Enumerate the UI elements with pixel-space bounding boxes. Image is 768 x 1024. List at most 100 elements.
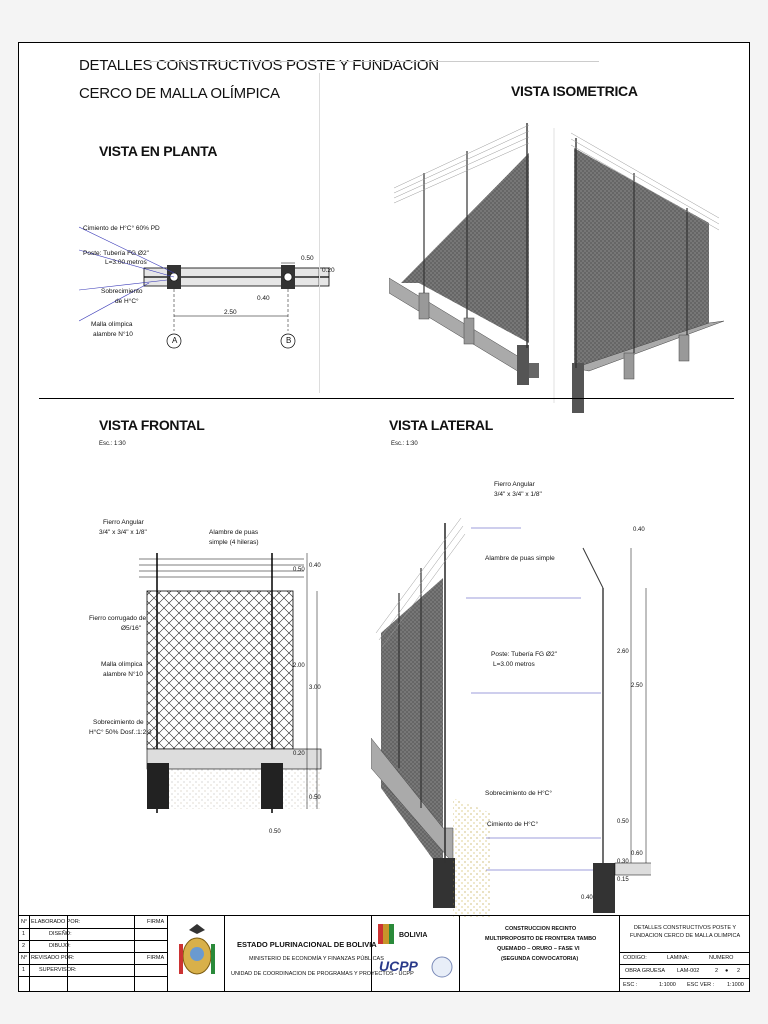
plan-label-cimiento: Cimiento de H°C° 60% PD <box>83 225 160 232</box>
tb-unit: UNIDAD DE COORDINACION DE PROGRAMAS Y PR… <box>231 971 414 977</box>
tb-project-line4: (SEGUNDA CONVOCATORIA) <box>501 956 579 962</box>
tb-project-line3: QUEMADO – ORURO – FASE VI <box>497 946 580 952</box>
lateral-scale: Esc.: 1:30 <box>391 441 418 447</box>
tb-entity: ESTADO PLURINACIONAL DE BOLIVIA <box>237 940 377 949</box>
frontal-label-alambre: Alambre de puas <box>209 529 259 536</box>
tb-numero-value: 2 <box>715 968 719 974</box>
drawing-title-line2: CERCO DE MALLA OLÍMPICA <box>79 85 280 102</box>
tb-firma-1: FIRMA <box>147 919 165 925</box>
frontal-dim-050-base: 0.50 <box>269 829 281 835</box>
lateral-dim-050: 0.50 <box>617 819 629 825</box>
tb-sheet-title: DETALLES CONSTRUCTIVOS POSTE Y FUNDACION… <box>629 925 741 939</box>
plan-label-malla: Malla olímpica <box>91 321 133 328</box>
tb-row-num-1: 1 <box>22 931 26 937</box>
bolivia-coat-of-arms-icon <box>179 924 215 975</box>
frontal-dim-300: 3.00 <box>309 685 321 691</box>
title-rule <box>149 61 599 62</box>
tb-logo-ucpp: UCPP <box>379 958 418 974</box>
tb-ministry: MINISTERIO DE ECONOMÍA Y FINANZAS PÚBLIC… <box>249 956 384 962</box>
plan-label-sobrecimiento: Sobrecimiento <box>101 288 143 295</box>
frontal-label-sobrecimiento: Sobrecimiento de <box>93 719 144 726</box>
tb-numero-header: NUMERO <box>709 955 734 961</box>
plan-dim-250: 2.50 <box>224 309 237 316</box>
plan-dim-050: 0.50 <box>301 255 314 262</box>
lateral-dim-040-base: 0.40 <box>581 895 593 901</box>
frontal-label-malla: Malla olímpica <box>101 661 143 668</box>
lateral-label-sobrecimiento: Sobrecimiento de H°C° <box>485 790 552 797</box>
lateral-dim-015: 0.15 <box>617 877 629 883</box>
lateral-dim-030: 0.30 <box>617 859 629 865</box>
plan-label-sobrecimiento-material: de H°C° <box>115 298 139 305</box>
frontal-dim-040: 0.40 <box>309 563 321 569</box>
bolivia-emblem-icon <box>378 924 394 944</box>
frontal-label-fierro: Fierro Angular <box>103 519 144 526</box>
frontal-label-fierro-dims: 3/4" x 3/4" x 1/8" <box>99 529 147 536</box>
tb-de-icon: ● <box>725 968 729 974</box>
lateral-label-poste: Poste: Tubería FG Ø2" <box>491 651 557 658</box>
plan-dim-020: 0.20 <box>322 267 335 274</box>
lateral-view-drawing <box>371 517 651 918</box>
frontal-label-corrugado-diam: Ø5/16" <box>121 625 142 632</box>
plan-label-poste: Poste: Tubería FG Ø2" <box>83 250 149 257</box>
tb-row-num-3: 1 <box>22 967 26 973</box>
frontal-scale: Esc.: 1:30 <box>99 441 126 447</box>
view-title-planta: VISTA EN PLANTA <box>99 143 218 159</box>
plan-view-drawing <box>79 226 330 349</box>
lateral-dim-250: 2.50 <box>631 683 643 689</box>
tb-row-num-2: 2 <box>22 943 26 949</box>
view-divider-horizontal <box>39 398 734 399</box>
tb-de-value: 2 <box>737 968 741 974</box>
tb-lamina-value: LAM-002 <box>677 968 700 974</box>
tb-codigo-header: CODIGO: <box>623 955 647 961</box>
plan-dim-040: 0.40 <box>257 295 270 302</box>
lateral-label-poste-length: L=3.00 metros <box>493 661 535 668</box>
tb-escver-value: 1:1000 <box>727 982 744 988</box>
drawing-title-line1: DETALLES CONSTRUCTIVOS POSTE Y FUNDACION <box>79 57 439 74</box>
frontal-label-malla-alambre: alambre N°10 <box>103 671 143 678</box>
tb-diseno: DISEÑO: <box>49 931 72 937</box>
frontal-view-drawing <box>139 553 322 813</box>
frontal-dim-050-top: 0.50 <box>293 567 305 573</box>
frontal-label-corrugado: Fierro corrugado de <box>89 615 147 622</box>
tb-elaborado: ELABORADO POR: <box>31 919 81 925</box>
isometric-fence-drawing <box>389 123 725 413</box>
tb-lamina-header: LAMINA: <box>667 955 690 961</box>
lateral-label-fierro-dims: 3/4" x 3/4" x 1/8" <box>494 491 542 498</box>
view-title-frontal: VISTA FRONTAL <box>99 417 205 433</box>
secondary-logo-icon <box>431 956 453 978</box>
lateral-label-alambre: Alambre de puas simple <box>485 555 555 562</box>
tb-esc-header: ESC : <box>623 982 638 988</box>
plan-label-alambre: alambre N°10 <box>93 331 133 338</box>
lateral-label-fierro: Fierro Angular <box>494 481 535 488</box>
view-divider-vertical <box>319 73 320 393</box>
tb-project-line2: MULTIPROPOSITO DE FRONTERA TAMBO <box>485 936 597 942</box>
tb-codigo-value: OBRA GRUESA <box>625 968 666 974</box>
frontal-dim-200: 2.00 <box>293 663 305 669</box>
title-block: N° ELABORADO POR: FIRMA 1 DISEÑO: 2 DIBU… <box>19 915 749 992</box>
tb-logo-bolivia: BOLIVIA <box>399 932 428 939</box>
tb-col-n-2: N° <box>21 955 28 961</box>
plan-axis-b: B <box>286 336 292 345</box>
frontal-label-sobrecimiento-dosif: H°C° 50% Dosf.:1:2:3 <box>89 729 152 736</box>
tb-escver-header: ESC VER : <box>687 982 715 988</box>
frontal-dim-050-bottom: 0.50 <box>309 795 321 801</box>
view-title-lateral: VISTA LATERAL <box>389 417 493 433</box>
plan-label-poste-length: L=3.00 metros <box>105 259 147 266</box>
tb-dibujo: DIBUJO: <box>49 943 71 949</box>
frontal-label-alambre-hileras: simple (4 hileras) <box>209 539 259 546</box>
tb-col-n: N° <box>21 919 28 925</box>
tb-supervisor: SUPERVISOR: <box>39 967 77 973</box>
tb-firma-2: FIRMA <box>147 955 165 961</box>
tb-project-line1: CONSTRUCCION RECINTO <box>505 926 577 932</box>
plan-axis-a: A <box>172 336 178 345</box>
lateral-dim-060: 0.60 <box>631 851 643 857</box>
lateral-dim-260: 2.60 <box>617 649 629 655</box>
view-title-isometrica: VISTA ISOMETRICA <box>511 83 638 99</box>
frontal-mesh <box>146 590 294 750</box>
tb-esc-value: 1:1000 <box>659 982 676 988</box>
lateral-dim-040: 0.40 <box>633 527 645 533</box>
lateral-label-cimiento: Cimiento de H°C° <box>487 821 539 828</box>
tb-revisado: REVISADO POR: <box>31 955 75 961</box>
frontal-dim-020: 0.20 <box>293 751 305 757</box>
drawing-sheet: DETALLES CONSTRUCTIVOS POSTE Y FUNDACION… <box>18 42 750 992</box>
